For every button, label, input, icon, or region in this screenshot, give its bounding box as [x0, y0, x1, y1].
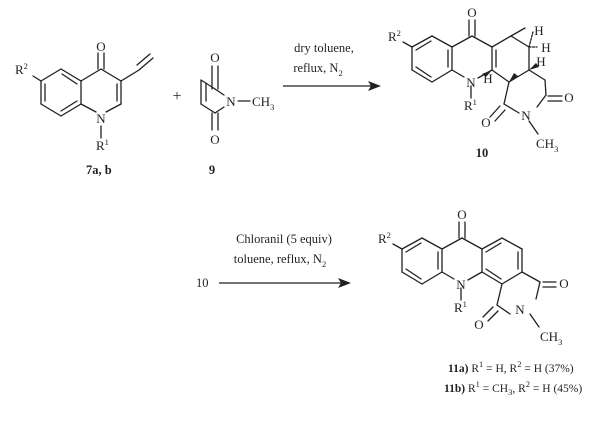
- hydrogen-atom: H: [541, 40, 550, 55]
- result-11b: 11b) R1 = CH3, R2 = H (45%): [444, 379, 582, 397]
- oxygen-atom: O: [474, 317, 483, 332]
- nitrogen-atom: N: [521, 108, 531, 123]
- methyl-label: CH3: [252, 94, 274, 112]
- oxygen-atom: O: [467, 5, 476, 20]
- hydrogen-atom: H: [536, 54, 545, 69]
- result-11a: 11a) R1 = H, R2 = H (37%): [448, 359, 574, 375]
- oxygen-atom: O: [457, 207, 466, 222]
- oxygen-atom: O: [210, 132, 219, 147]
- oxygen-atom: O: [481, 115, 490, 130]
- conditions-text-1: dry toluene,: [294, 41, 354, 55]
- conditions-text-2: toluene, reflux, N2: [234, 252, 326, 269]
- compound-label-7: 7a, b: [86, 163, 112, 177]
- results-list: 11a) R1 = H, R2 = H (37%) 11b) R1 = CH3,…: [444, 359, 582, 397]
- acridone-11: O N O O N CH3 R2 R1: [378, 207, 569, 347]
- conditions-text-2: reflux, N2: [293, 61, 342, 78]
- nitrogen-atom: N: [226, 94, 236, 109]
- maleimide-9: O O N CH3 9: [200, 50, 274, 177]
- reaction-arrow-1: dry toluene, reflux, N2: [283, 41, 381, 91]
- r2-label: R2: [15, 61, 28, 77]
- methyl-label: CH3: [540, 329, 562, 347]
- r1-label: R1: [464, 97, 477, 113]
- compound-label-9: 9: [209, 163, 215, 177]
- oxygen-atom: O: [96, 39, 105, 54]
- r1-label: R1: [96, 137, 109, 153]
- compound-label-10: 10: [476, 146, 489, 160]
- nitrogen-atom: N: [96, 111, 106, 126]
- hydrogen-atom: H: [483, 71, 492, 86]
- oxygen-atom: O: [210, 50, 219, 65]
- nitrogen-atom: N: [466, 75, 476, 90]
- oxygen-atom: O: [564, 90, 573, 105]
- r2-label: R2: [388, 28, 401, 44]
- adduct-10: O N H H H H O O N CH3 R2 R1 10: [388, 5, 574, 160]
- hydrogen-atom: H: [534, 23, 543, 38]
- conditions-text-1: Chloranil (5 equiv): [236, 232, 332, 246]
- nitrogen-atom: N: [515, 302, 525, 317]
- r1-label: R1: [454, 299, 467, 315]
- starting-material-label: 10: [196, 276, 209, 290]
- nitrogen-atom: N: [456, 277, 466, 292]
- oxygen-atom: O: [559, 276, 568, 291]
- reaction-arrow-2: 10 Chloranil (5 equiv) toluene, reflux, …: [196, 232, 351, 290]
- methyl-label: CH3: [536, 136, 558, 154]
- plus-sign: +: [172, 88, 181, 105]
- quinolone-7: O N R2 R1 7a, b: [15, 39, 154, 177]
- r2-label: R2: [378, 230, 391, 246]
